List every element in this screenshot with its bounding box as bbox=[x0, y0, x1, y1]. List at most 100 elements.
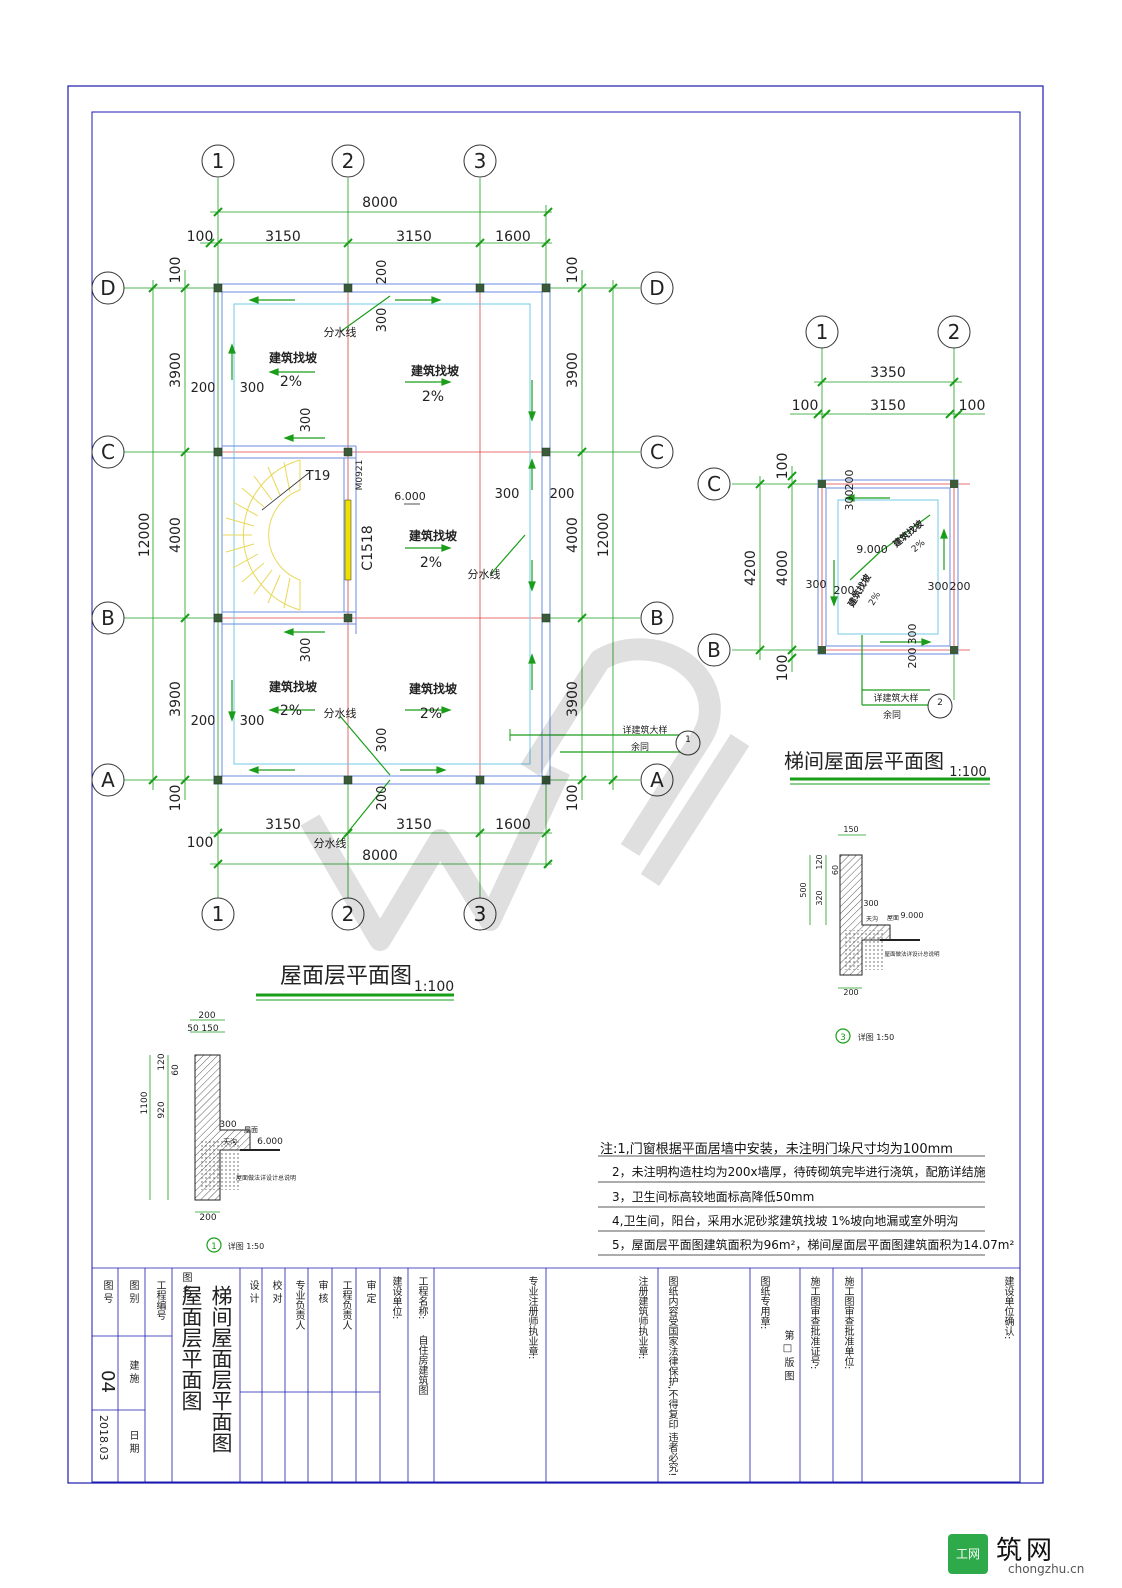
axis-label: A bbox=[101, 768, 115, 792]
dim-small: 300 bbox=[240, 714, 265, 729]
detail-ref-sub: 余同 bbox=[631, 741, 649, 753]
dim-small: 200 bbox=[550, 487, 575, 502]
tb-col-label: 校 对 bbox=[270, 1280, 281, 1304]
tb-drawing-name-2: 梯间屋面层平面图 bbox=[209, 1285, 233, 1453]
tb-col-label: 审 定 bbox=[364, 1280, 375, 1304]
dim-left: 100 bbox=[168, 257, 184, 284]
slope-value: 2% bbox=[420, 706, 442, 722]
tb-col-label: 建设单位: bbox=[390, 1276, 401, 1320]
stair-roof-title: 梯间屋面层平面图 bbox=[784, 749, 944, 773]
note-1: 注:1,门窗根据平面居墙中安装，未注明门垛尺寸均为100mm bbox=[600, 1142, 953, 1157]
dim-top: 3150 bbox=[396, 229, 432, 245]
dim-small: 300 bbox=[906, 624, 919, 645]
axis-label: 2 bbox=[342, 902, 355, 926]
slope-value: 2% bbox=[280, 374, 302, 390]
axis-bubble-top-2 bbox=[331, 144, 365, 178]
dim-total-left: 12000 bbox=[137, 513, 153, 558]
stair-roof-scale: 1:100 bbox=[949, 765, 986, 780]
dim-right: 3900 bbox=[565, 352, 581, 388]
axis-label: 2 bbox=[342, 149, 355, 173]
ridge-label: 分水线 bbox=[324, 706, 357, 720]
dim-small: 300 bbox=[299, 638, 314, 663]
dim-small: 300 bbox=[240, 381, 265, 396]
dim-right: 100 bbox=[565, 785, 581, 812]
slope-value: 2% bbox=[422, 389, 444, 405]
tb-col-label: 图 名: bbox=[180, 1272, 191, 1299]
dim-bottom: 3150 bbox=[396, 817, 432, 833]
stair-detail-ref-bubble bbox=[927, 693, 953, 719]
detail-ref-sub: 余同 bbox=[883, 709, 901, 721]
slope-label: 建筑找坡 bbox=[268, 350, 318, 365]
outer-border bbox=[67, 85, 1044, 1484]
dim-right: 3900 bbox=[565, 681, 581, 717]
axis-bubble-bottom-1 bbox=[201, 897, 235, 931]
brand-name: 筑网 bbox=[996, 1536, 1057, 1566]
tb-stamp-1: 专业注册师执业章: bbox=[526, 1276, 537, 1360]
brand-logo-icon: 工网 bbox=[948, 1534, 988, 1574]
dim-small: 200 bbox=[191, 714, 216, 729]
tb-drawing-no: 04 bbox=[97, 1370, 118, 1393]
axis-bubble-right-a bbox=[640, 763, 674, 797]
dim: 920 bbox=[157, 1101, 167, 1118]
title-block bbox=[92, 1267, 1020, 1482]
axis-label: C bbox=[101, 440, 115, 464]
stair-axis-bubble-b bbox=[697, 633, 731, 667]
brand[interactable]: 工网 筑网 chongzhu.cn bbox=[948, 1528, 1108, 1578]
dim-total-bottom: 8000 bbox=[362, 848, 398, 864]
detail-1: 200 50 150 120 60 1100 920 300 200 6.000… bbox=[140, 1011, 296, 1253]
tb-row-label: 图 号 bbox=[101, 1280, 112, 1304]
tb-project-name: 自住房建筑图 bbox=[416, 1335, 427, 1395]
dim-left: 4000 bbox=[168, 517, 184, 553]
axis-label: C bbox=[650, 440, 664, 464]
ridge-label: 分水线 bbox=[314, 836, 347, 850]
note-2: 2，未注明构造柱均为200x墙厚，待砖砌筑完毕进行浇筑，配筋详结施 bbox=[612, 1165, 986, 1179]
dim-small: 300 bbox=[299, 408, 314, 433]
tb-approval-1: 施工图审查批准证号: bbox=[808, 1276, 819, 1370]
elevation-label: 9.000 bbox=[856, 543, 888, 556]
dim-small: 300 bbox=[375, 728, 390, 753]
axis-bubble-bottom-3 bbox=[463, 897, 497, 931]
detail-ref-num: 1 bbox=[685, 735, 691, 745]
tb-corner: 建设单位确认: bbox=[1002, 1276, 1013, 1340]
roof-plan-scale: 1:100 bbox=[414, 979, 454, 995]
dim: 300 bbox=[219, 1120, 236, 1130]
slope-label: 建筑找坡 bbox=[408, 681, 458, 696]
dim: 200 bbox=[843, 988, 858, 997]
inner-border bbox=[91, 111, 1021, 1483]
dim: 50 bbox=[187, 1024, 199, 1034]
dim: 500 bbox=[799, 882, 808, 897]
axis-bubble-right-c bbox=[640, 435, 674, 469]
dim-left: 3900 bbox=[168, 352, 184, 388]
dim-total-top: 3350 bbox=[870, 365, 906, 381]
detail-title: 详图 1:50 bbox=[228, 1241, 265, 1251]
brand-url: chongzhu.cn bbox=[1008, 1562, 1085, 1576]
note-3: 3，卫生间标高较地面标高降低50mm bbox=[612, 1190, 815, 1204]
tag: 屋面 bbox=[887, 915, 899, 922]
dim-small: 200 bbox=[375, 260, 390, 285]
tag: 屋面 bbox=[244, 1126, 258, 1134]
dim-small: 200 bbox=[950, 580, 971, 593]
slope-label: 建筑找坡 bbox=[408, 528, 458, 543]
axis-bubble-right-d bbox=[640, 271, 674, 305]
note-4: 4,卫生间，阳台，采用水泥砂浆建筑找坡 1%坡向地漏或室外明沟 bbox=[612, 1214, 959, 1228]
tb-company-tag: 第 □ 版 图 bbox=[782, 1330, 793, 1381]
detail-ref-label: 详建筑大样 bbox=[873, 692, 918, 704]
dim-bottom: 1600 bbox=[495, 817, 531, 833]
detail-ref-num: 2 bbox=[937, 698, 943, 708]
axis-label: 1 bbox=[212, 902, 225, 926]
dim-small: 200 bbox=[191, 381, 216, 396]
stair-label: T19 bbox=[305, 469, 330, 484]
slope-value: 2% bbox=[867, 590, 883, 608]
axis-label: D bbox=[100, 276, 115, 300]
axis-label: 3 bbox=[474, 902, 487, 926]
detail-ref-bubble bbox=[675, 730, 701, 756]
door-label: M0921 bbox=[355, 460, 365, 491]
slope-label: 建筑找坡 bbox=[410, 363, 460, 378]
dim-right: 4000 bbox=[565, 517, 581, 553]
tb-company: 图纸专用章: bbox=[758, 1276, 769, 1330]
dim-left: 4000 bbox=[775, 550, 791, 586]
detail-note: 屋面做法详设计总说明 bbox=[884, 950, 940, 958]
note-5: 5，屋面层平面图建筑面积为96m²，梯间屋面层平面图建筑面积为14.07m² bbox=[612, 1238, 1015, 1252]
window-c1518 bbox=[344, 499, 352, 581]
